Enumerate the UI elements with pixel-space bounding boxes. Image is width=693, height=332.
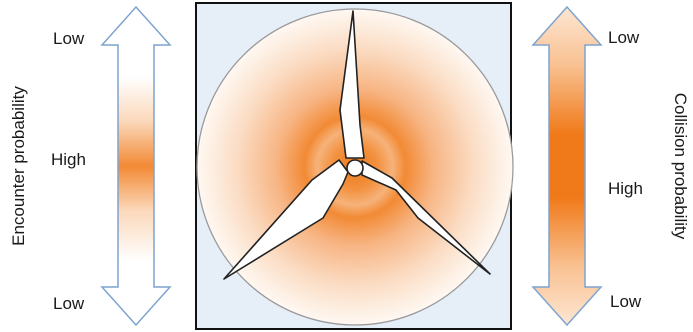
encounter-double-arrow xyxy=(102,7,170,325)
collision-axis-label: Collision probability xyxy=(671,93,690,240)
collision-top-label: Low xyxy=(608,28,640,47)
collision-middle-label: High xyxy=(608,179,643,198)
collision-double-arrow xyxy=(533,7,601,325)
collision-bottom-label: Low xyxy=(610,292,642,311)
rotor-hub xyxy=(347,160,363,176)
encounter-scale: Encounter probability Low High Low xyxy=(9,7,170,325)
encounter-top-label: Low xyxy=(53,29,85,48)
encounter-middle-label: High xyxy=(51,150,86,169)
collision-scale: Low High Low Collision probability xyxy=(533,7,690,325)
turbine-panel xyxy=(196,3,513,329)
encounter-axis-label: Encounter probability xyxy=(9,86,28,246)
encounter-bottom-label: Low xyxy=(53,294,85,313)
